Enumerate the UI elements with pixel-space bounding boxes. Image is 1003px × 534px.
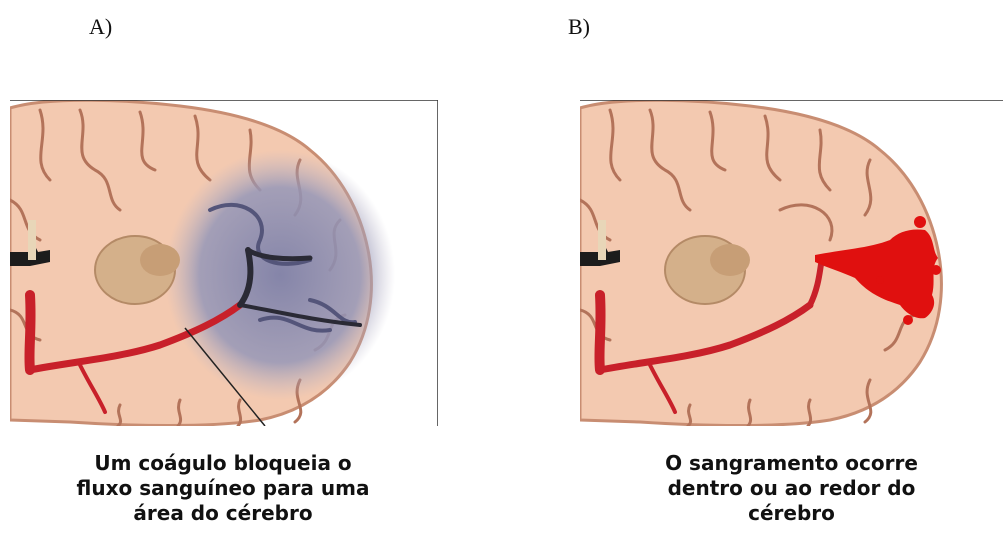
- midline: [28, 220, 36, 260]
- panel-b-label: B): [568, 14, 590, 40]
- panel-b-caption: O sangramento ocorre dentro ou ao redor …: [580, 451, 1003, 526]
- midline: [598, 220, 606, 260]
- ischemic-area: [165, 150, 395, 400]
- panel-a-caption: Um coágulo bloqueia o fluxo sanguíneo pa…: [0, 451, 446, 526]
- deep-nucleus: [710, 244, 750, 276]
- caption-line: cérebro: [580, 501, 1003, 526]
- caption-line: área do cérebro: [0, 501, 446, 526]
- brain-ischemic-stroke-illustration: [10, 100, 438, 426]
- caption-line: fluxo sanguíneo para uma: [0, 476, 446, 501]
- deep-nucleus: [140, 244, 180, 276]
- caption-line: Um coágulo bloqueia o: [0, 451, 446, 476]
- caption-line: O sangramento ocorre: [580, 451, 1003, 476]
- brain-hemorrhagic-stroke-illustration: [580, 100, 1003, 426]
- panel-b-illustration: [580, 100, 1003, 426]
- panel-a-label: A): [89, 14, 112, 40]
- caption-line: dentro ou ao redor do: [580, 476, 1003, 501]
- panel-a-illustration: [10, 100, 438, 426]
